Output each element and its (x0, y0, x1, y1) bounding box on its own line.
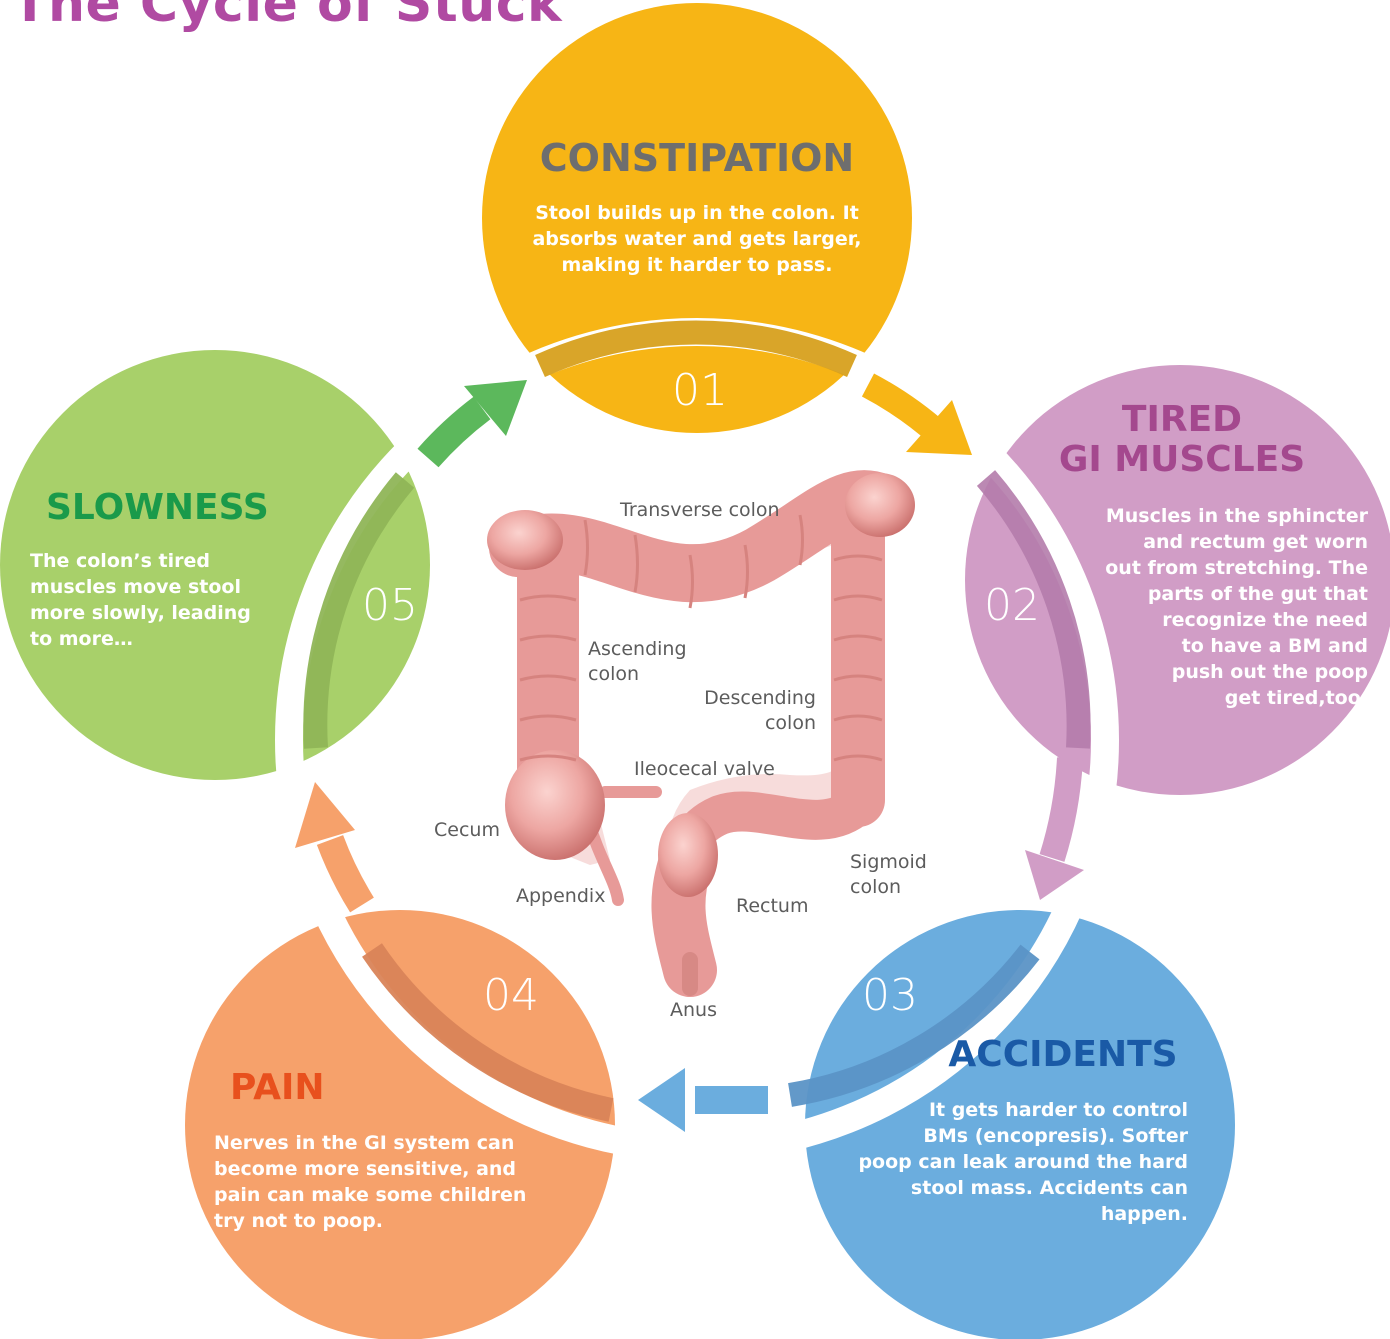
label-ileocecal-valve: Ileocecal valve (634, 757, 775, 782)
step-2-heading: TIRED GI MUSCLES (1052, 400, 1312, 481)
step-2-description: Muscles in the sphincter and rectum get … (1068, 503, 1368, 711)
label-cecum: Cecum (434, 818, 500, 843)
label-transverse-colon: Transverse colon (620, 498, 780, 523)
step-3-heading: ACCIDENTS (948, 1035, 1178, 1075)
label-rectum: Rectum (736, 894, 808, 919)
step-4-description: Nerves in the GI system can become more … (214, 1130, 574, 1234)
step-3-number: 03 (862, 970, 918, 1021)
step-3-description: It gets harder to control BMs (encopresi… (822, 1097, 1188, 1227)
step-5-heading: SLOWNESS (46, 488, 269, 528)
step-1-heading: CONSTIPATION (517, 137, 877, 180)
step-1-description: Stool builds up in the colon. It absorbs… (512, 200, 882, 278)
label-descending-colon: Descending colon (690, 686, 816, 736)
label-ascending-colon: Ascending colon (588, 637, 687, 687)
hepatic-flexure (487, 510, 563, 570)
splenic-flexure (845, 473, 915, 537)
label-appendix: Appendix (516, 884, 605, 909)
cycle-ring (289, 332, 1105, 1148)
cecum-bulge (505, 750, 605, 860)
page-title: The Cycle of Stuck (12, 0, 562, 34)
label-anus: Anus (670, 998, 717, 1023)
step-5-number: 05 (362, 580, 418, 631)
label-sigmoid-colon: Sigmoid colon (850, 850, 927, 900)
arrow-head-accidents-to-pain (638, 1068, 685, 1132)
step-4-number: 04 (483, 970, 539, 1021)
arrow-tired-to-accidents (1052, 758, 1070, 858)
step-2-number: 02 (984, 580, 1040, 631)
step-4-heading: PAIN (230, 1068, 324, 1108)
rectum-bulge (658, 813, 718, 897)
step-1-number: 01 (672, 365, 728, 416)
step-5-description: The colon’s tired muscles move stool mor… (30, 548, 290, 652)
